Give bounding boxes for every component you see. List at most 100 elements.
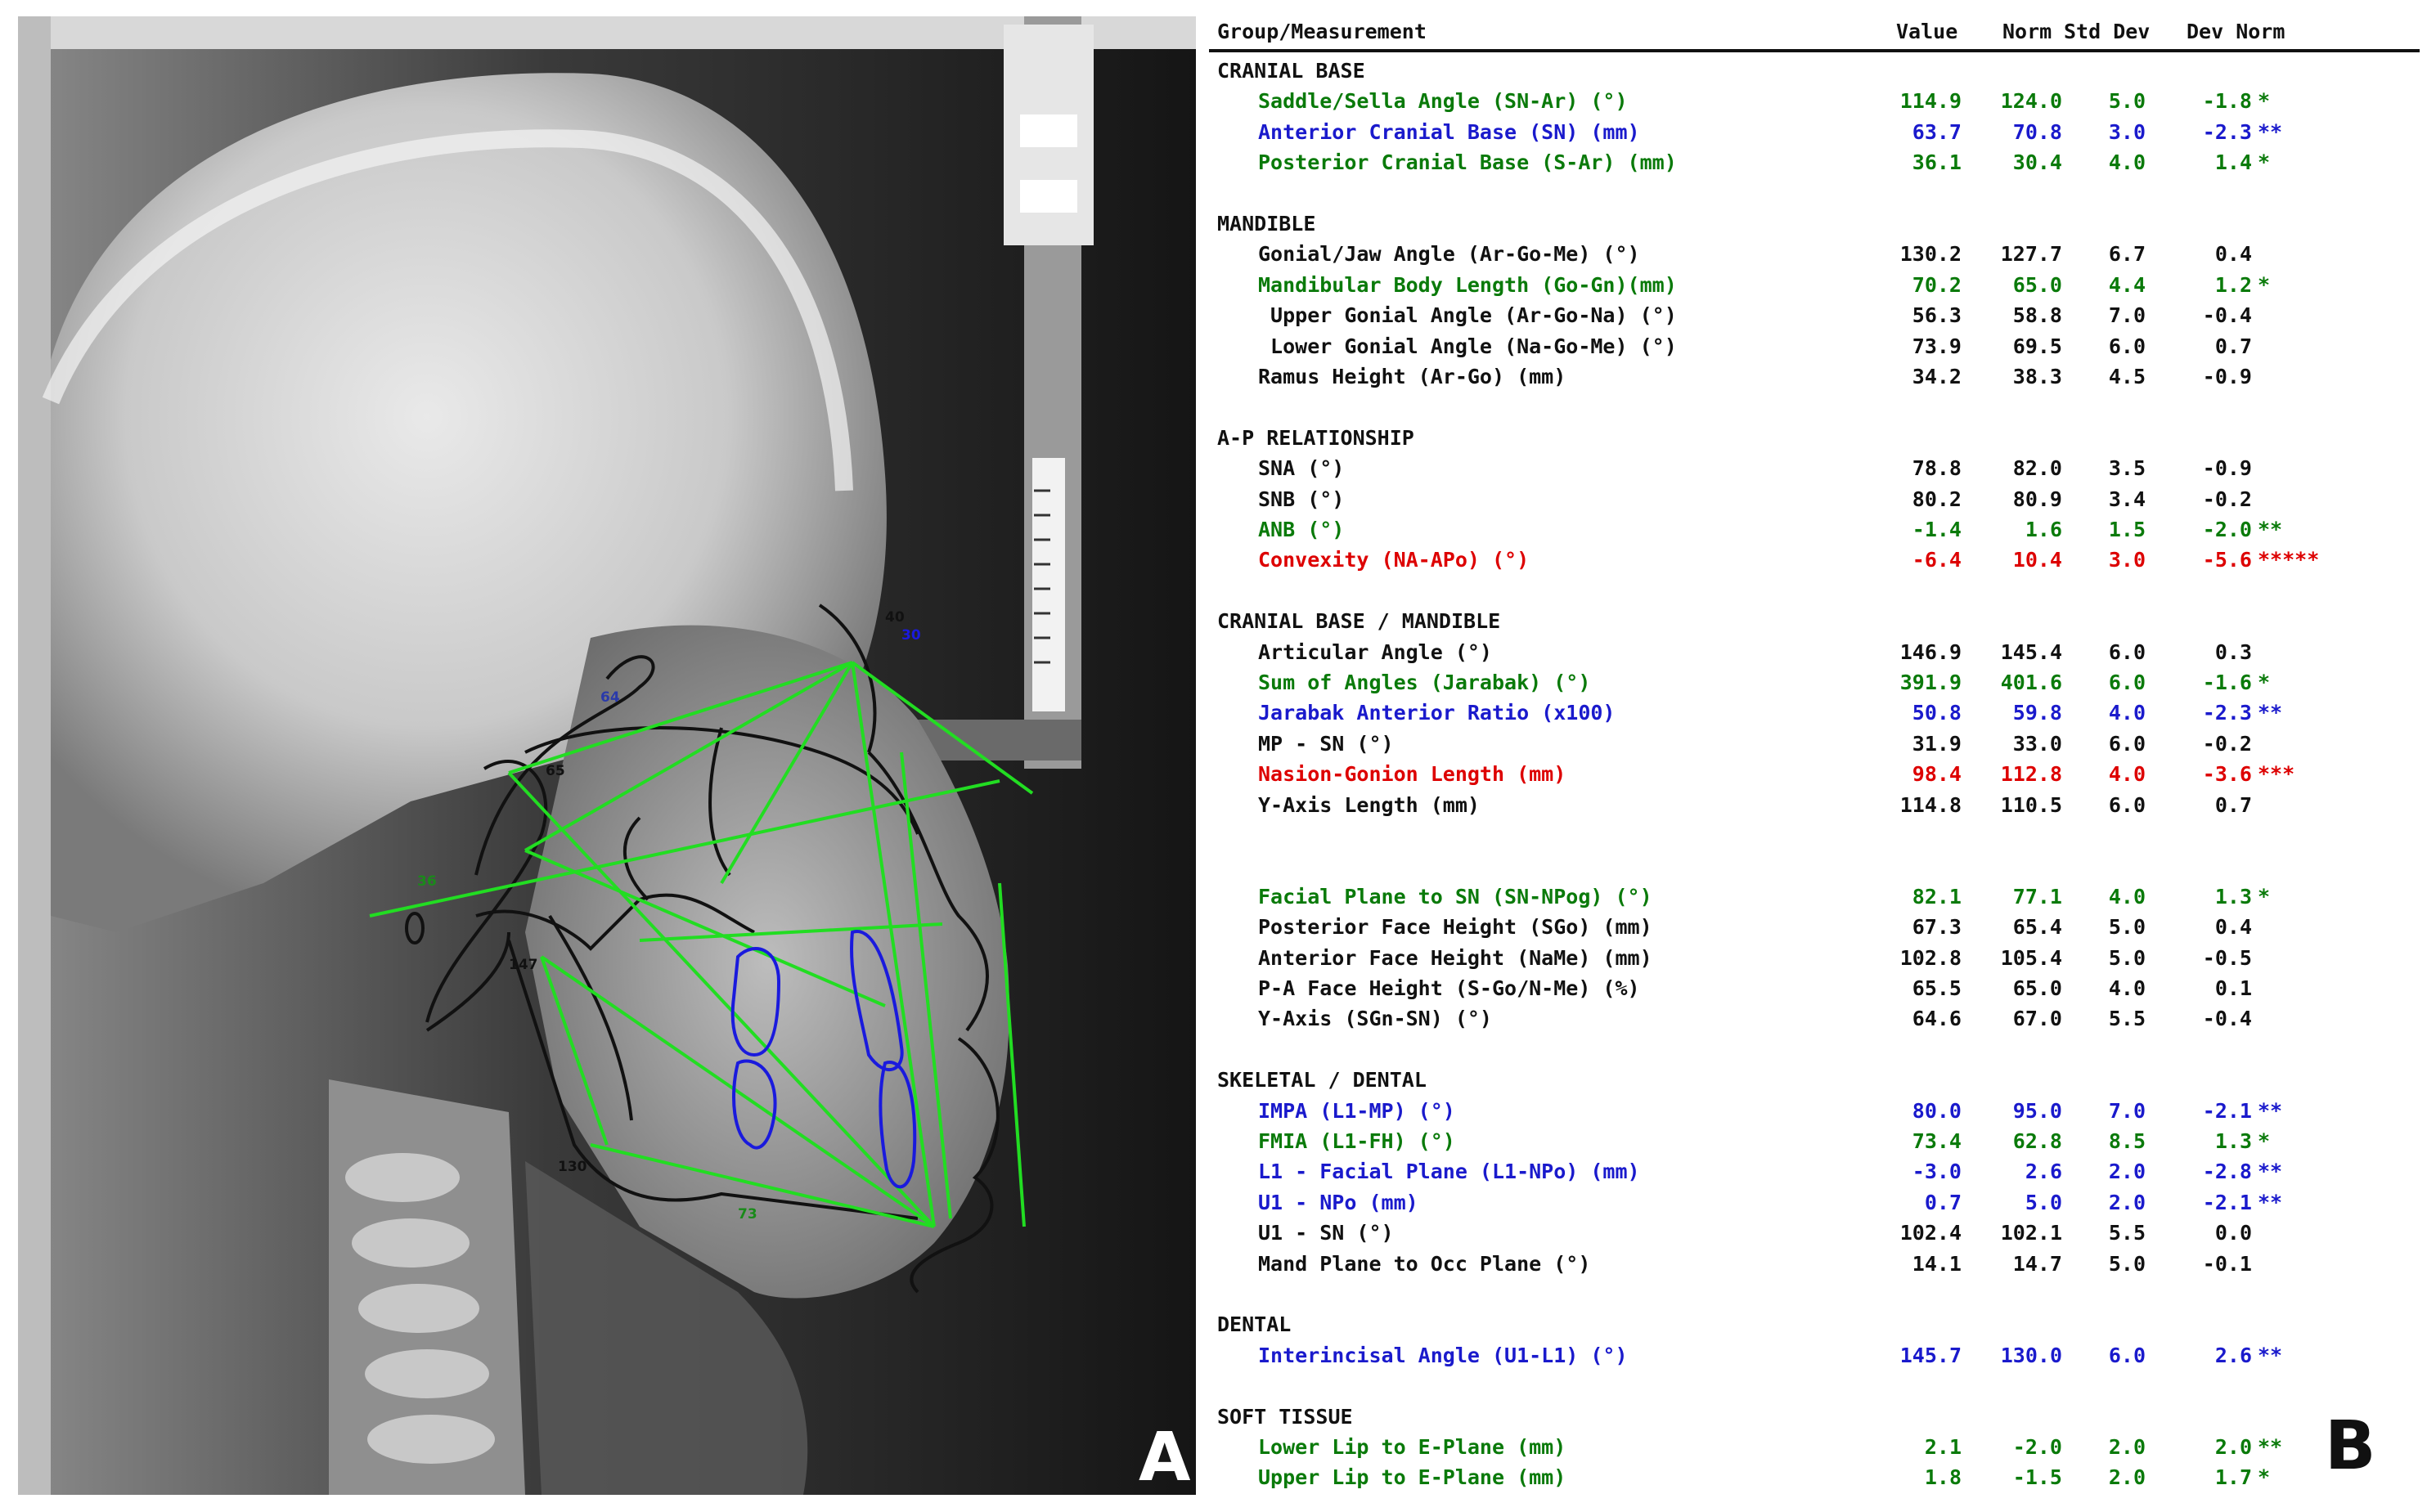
- tracing-label: 147: [509, 957, 538, 973]
- measurement-std-dev: 4.4: [2108, 272, 2146, 297]
- measurement-norm: -1.5: [2012, 1465, 2062, 1490]
- measurement-value: 114.9: [1899, 89, 1962, 114]
- measurement-value: 130.2: [1899, 242, 1962, 267]
- measurement-norm: 69.5: [2012, 334, 2062, 358]
- measurement-dev-norm: -2.3: [2202, 119, 2252, 144]
- measurement-value: 34.2: [1912, 365, 1962, 388]
- tracing-label: 30: [901, 627, 921, 644]
- measurement-norm: 14.7: [2012, 1251, 2062, 1276]
- measurement-value: 14.1: [1912, 1251, 1962, 1276]
- measurement-value: 391.9: [1899, 671, 1962, 694]
- measurement-name: SNA (°): [1258, 456, 1345, 481]
- measurement-norm: 5.0: [2025, 1190, 2062, 1214]
- significance-stars: *: [2258, 884, 2271, 909]
- measurement-name: Posterior Cranial Base (S-Ar) (mm): [1258, 150, 1677, 175]
- header-std-dev: Std Dev: [2064, 20, 2151, 43]
- measurement-name: Mand Plane to Occ Plane (°): [1258, 1251, 1591, 1276]
- tracing-label: 73: [738, 1206, 757, 1223]
- measurement-dev-norm: 0.7: [2214, 792, 2252, 817]
- measurement-std-dev: 7.0: [2108, 1098, 2146, 1123]
- measurement-value: -6.4: [1912, 548, 1962, 572]
- measurement-std-dev: 6.0: [2108, 671, 2146, 694]
- measurement-std-dev: 4.0: [2108, 150, 2146, 175]
- measurement-name: IMPA (L1-MP) (°): [1258, 1098, 1455, 1123]
- group-heading: CRANIAL BASE: [1217, 59, 1365, 83]
- measurement-std-dev: 5.0: [2108, 1251, 2146, 1276]
- measurement-std-dev: 6.0: [2108, 1343, 2146, 1367]
- measurement-dev-norm: -2.3: [2202, 701, 2252, 725]
- measurement-dev-norm: -0.2: [2202, 487, 2252, 511]
- measurement-std-dev: 2.0: [2108, 1160, 2146, 1184]
- header-norm: Norm: [2002, 20, 2052, 43]
- measurement-name: Jarabak Anterior Ratio (x100): [1258, 701, 1616, 725]
- measurement-std-dev: 1.5: [2108, 518, 2146, 541]
- measurement-name: Mandibular Body Length (Go-Gn)(mm): [1258, 272, 1677, 297]
- measurement-norm: 67.0: [2012, 1007, 2062, 1031]
- group-heading-row: A-P RELATIONSHIP: [1209, 424, 2420, 454]
- significance-stars: **: [2258, 1343, 2283, 1367]
- group-heading: DENTAL: [1217, 1312, 1292, 1337]
- measurement-name: Lower Gonial Angle (Na-Go-Me) (°): [1258, 334, 1677, 358]
- measurement-name: Nasion-Gonion Length (mm): [1258, 762, 1566, 787]
- measurement-std-dev: 6.7: [2108, 242, 2146, 267]
- measurement-name: MP - SN (°): [1258, 731, 1394, 756]
- measurement-value: 145.7: [1899, 1343, 1962, 1367]
- header-group: Group/Measurement: [1217, 20, 1427, 43]
- cephalometric-xray: 64 65 36 147 130 73 40 30 A: [18, 16, 1196, 1495]
- significance-stars: *: [2258, 1129, 2271, 1153]
- measurement-name: Saddle/Sella Angle (SN-Ar) (°): [1258, 89, 1628, 114]
- measurement-dev-norm: -0.1: [2202, 1251, 2252, 1276]
- measurement-value: 146.9: [1899, 639, 1962, 664]
- significance-stars: **: [2258, 701, 2283, 725]
- measurement-norm: 59.8: [2012, 701, 2062, 725]
- measurement-norm: 80.9: [2012, 487, 2062, 511]
- group-heading: SOFT TISSUE: [1217, 1404, 1353, 1429]
- significance-stars: **: [2258, 119, 2283, 144]
- measurement-dev-norm: -0.5: [2202, 945, 2252, 970]
- measurement-value: 67.3: [1912, 915, 1962, 940]
- measurement-name: U1 - SN (°): [1258, 1221, 1394, 1245]
- measurement-dev-norm: -2.1: [2202, 1098, 2252, 1123]
- measurement-value: 80.2: [1912, 487, 1962, 511]
- measurement-name: Y-Axis Length (mm): [1258, 792, 1480, 817]
- measurement-dev-norm: 1.7: [2214, 1465, 2252, 1490]
- measurement-norm: 110.5: [2000, 792, 2062, 817]
- tracing-label: 64: [600, 689, 620, 706]
- measurement-name: Anterior Cranial Base (SN) (mm): [1258, 119, 1640, 144]
- group-heading-row: CRANIAL BASE / MANDIBLE: [1209, 608, 2420, 637]
- measurement-norm: 70.8: [2012, 119, 2062, 144]
- table-header: Group/Measurement Value Norm Std Dev Dev…: [1209, 16, 2420, 52]
- measurement-name: Ramus Height (Ar-Go) (mm): [1258, 365, 1566, 388]
- significance-stars: *: [2258, 89, 2271, 114]
- significance-stars: *: [2258, 1465, 2271, 1490]
- xray-image: 64 65 36 147 130 73 40 30: [18, 16, 1196, 1495]
- measurement-norm: 33.0: [2012, 731, 2062, 756]
- significance-stars: *: [2258, 272, 2271, 297]
- measurement-value: 102.4: [1899, 1221, 1962, 1245]
- measurement-value: 102.8: [1899, 945, 1962, 970]
- group-heading-row: SKELETAL / DENTAL: [1209, 1066, 2420, 1096]
- measurement-value: 70.2: [1912, 272, 1962, 297]
- measurement-name: Anterior Face Height (NaMe) (mm): [1258, 945, 1652, 970]
- measurement-dev-norm: -2.8: [2202, 1160, 2252, 1184]
- measurement-dev-norm: -1.8: [2202, 89, 2252, 114]
- measurement-norm: 145.4: [2000, 639, 2062, 664]
- measurement-dev-norm: 1.3: [2214, 884, 2252, 909]
- measurement-dev-norm: -0.9: [2202, 365, 2252, 388]
- group-heading: CRANIAL BASE / MANDIBLE: [1217, 609, 1501, 634]
- measurement-std-dev: 4.5: [2108, 365, 2146, 388]
- measurement-std-dev: 4.0: [2108, 701, 2146, 725]
